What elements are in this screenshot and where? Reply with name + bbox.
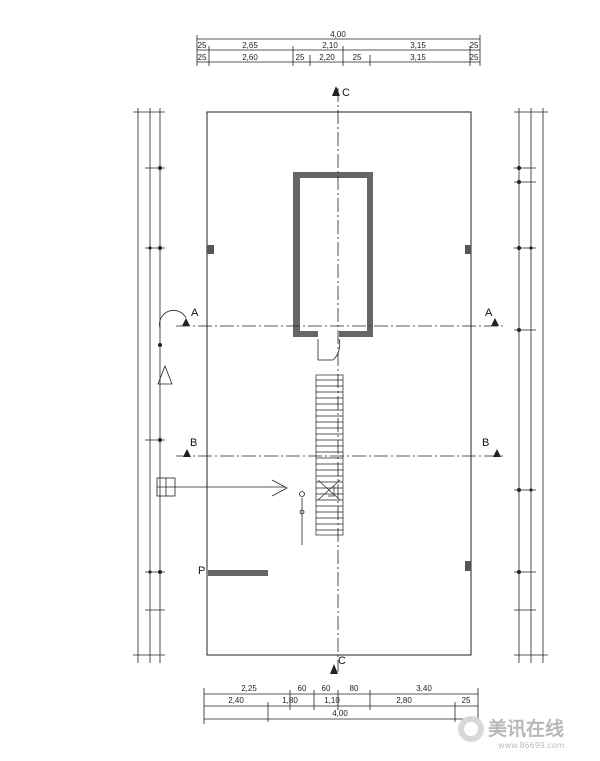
bottom-dim: 2,25 xyxy=(241,684,257,693)
top-dim: 25 xyxy=(198,53,207,62)
top-dim: 3,15 xyxy=(410,41,426,50)
wall-panel xyxy=(208,570,268,576)
section-label-a-left: A xyxy=(191,307,199,319)
top-dim: 25 xyxy=(470,53,479,62)
bottom-dimension-labels: 2,25 60 60 80 3,40 2,40 1,80 1,10 2,80 2… xyxy=(228,684,471,718)
bottom-dim: 60 xyxy=(298,684,307,693)
bottom-total-dim: 4,00 xyxy=(332,709,348,718)
marker-label-p: P xyxy=(198,565,205,577)
right-dimension-chain xyxy=(514,108,548,663)
top-dim: 2,20 xyxy=(319,53,335,62)
top-dim: 2,60 xyxy=(242,53,258,62)
top-dim: 25 xyxy=(198,41,207,50)
stair xyxy=(315,374,344,536)
watermark-brand: 美讯在线 xyxy=(488,717,564,740)
left-dimension-chain xyxy=(133,108,165,663)
top-dimension-labels: 4,00 25 2,65 2,10 3,15 25 25 2,60 25 2,2… xyxy=(198,30,479,62)
top-dimension-chain xyxy=(196,35,481,66)
section-label-b-right: B xyxy=(482,437,489,449)
top-dim: 25 xyxy=(296,53,305,62)
stair-callout xyxy=(156,477,305,545)
top-dim: 2,10 xyxy=(322,41,338,50)
axis-lines xyxy=(176,88,505,672)
building-outline xyxy=(206,111,472,656)
bottom-dim: 2,80 xyxy=(396,696,412,705)
top-dim: 25 xyxy=(470,41,479,50)
right-dim-ticks xyxy=(517,166,533,574)
top-dim: 25 xyxy=(353,53,362,62)
bottom-dim: 1,10 xyxy=(324,696,340,705)
section-label-c-top: C xyxy=(342,87,350,99)
watermark: 美讯在线 www.86699.com xyxy=(458,716,565,750)
bottom-dimension-chain xyxy=(203,688,479,724)
section-label-a-right: A xyxy=(485,307,493,319)
wall-stubs xyxy=(207,245,471,571)
bottom-dim: 1,80 xyxy=(282,696,298,705)
bottom-dim: 25 xyxy=(462,696,471,705)
door-swing xyxy=(317,338,341,361)
bottom-dim: 80 xyxy=(350,684,359,693)
left-elevation-marker xyxy=(157,309,187,385)
top-dim: 2,65 xyxy=(242,41,258,50)
top-dim: 3,15 xyxy=(410,53,426,62)
inner-room xyxy=(293,172,373,339)
bottom-dim: 60 xyxy=(322,684,331,693)
top-total-dim: 4,00 xyxy=(330,30,346,39)
watermark-url: www.86699.com xyxy=(498,741,565,750)
bottom-dim: 3,40 xyxy=(416,684,432,693)
bottom-dim: 2,40 xyxy=(228,696,244,705)
section-label-b-left: B xyxy=(190,437,197,449)
section-label-c-bottom: C xyxy=(338,655,346,667)
left-dim-ticks xyxy=(148,166,162,574)
section-arrows xyxy=(182,86,501,674)
